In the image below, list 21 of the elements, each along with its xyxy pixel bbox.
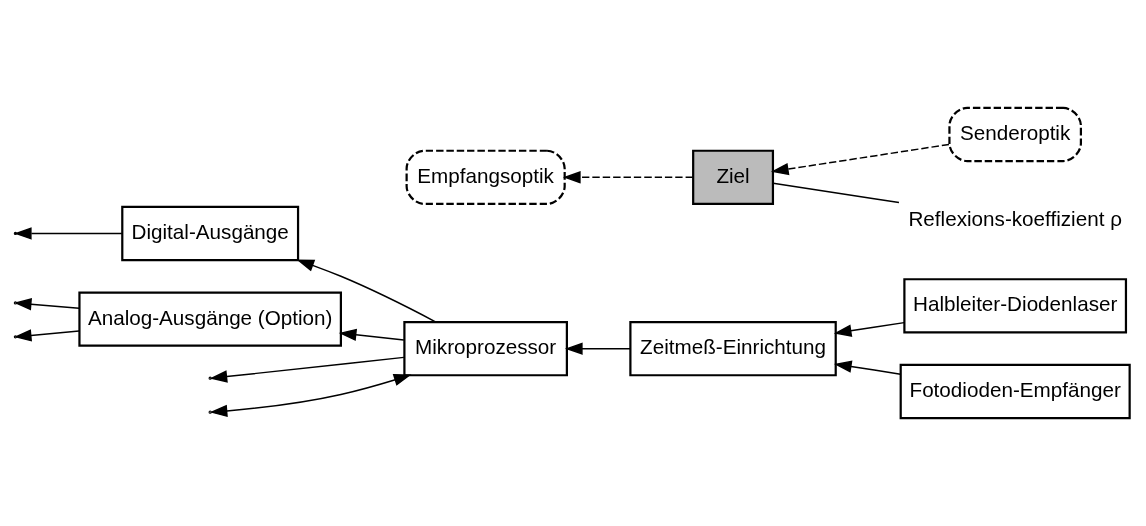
node-box: Ziel (692, 149, 775, 206)
arrow (833, 360, 902, 375)
arrow (564, 342, 631, 355)
node-box: Mikroprozessor (403, 320, 568, 377)
arrow (770, 143, 950, 176)
node-box: Empfangsoptik (405, 149, 566, 206)
connector (772, 182, 900, 204)
arrow (833, 321, 905, 337)
node-text: Reflexions-koeffizient ρ (908, 206, 1122, 230)
node-box: Fotodioden-Empfänger (899, 363, 1131, 420)
arrow (209, 356, 405, 383)
node-box: Digital-Ausgänge (121, 205, 300, 262)
arrow (296, 259, 437, 323)
arrow (13, 227, 123, 240)
node-box: Senderoptik (948, 106, 1082, 163)
arrow (209, 374, 412, 418)
node-box: Halbleiter-Diodenlaser (903, 278, 1128, 334)
arrow (562, 171, 694, 184)
arrow (338, 328, 405, 341)
node-box: Zeitmeß-Einrichtung (629, 320, 837, 377)
node-box: Analog-Ausgänge (Option) (78, 291, 342, 347)
